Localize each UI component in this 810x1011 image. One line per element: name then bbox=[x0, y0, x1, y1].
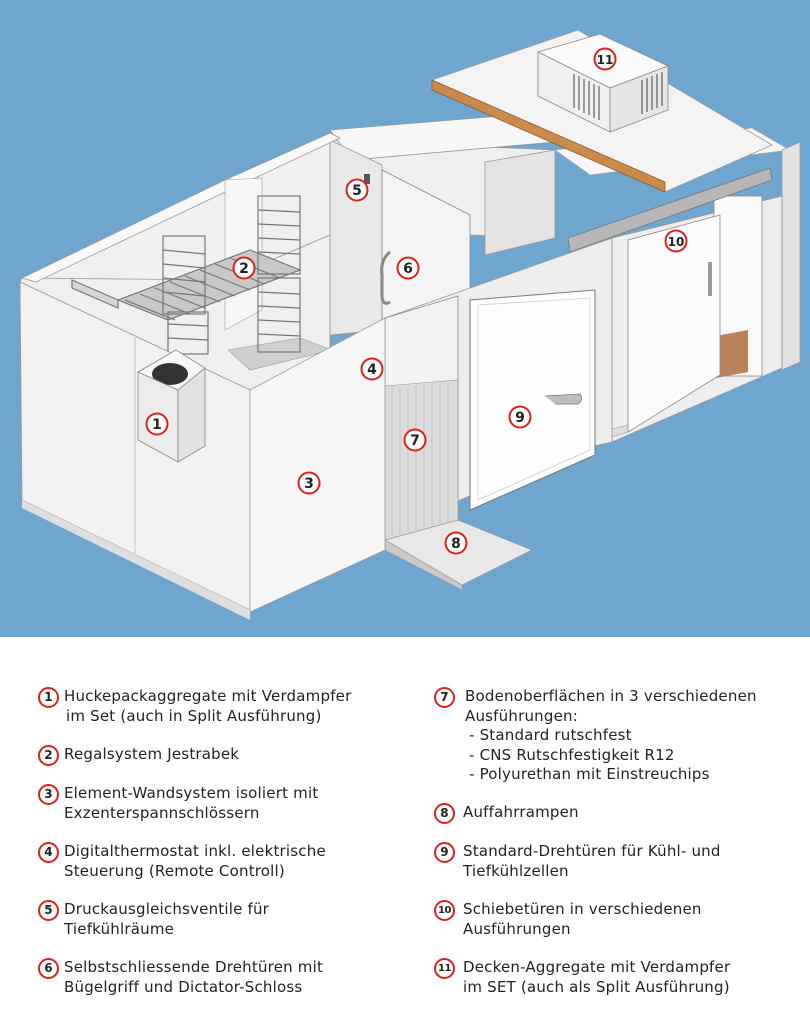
legend-text: Digitalthermostat inkl. elektrische bbox=[64, 842, 326, 860]
callout-1: 1 bbox=[145, 412, 169, 436]
legend-badge-9: 9 bbox=[434, 842, 455, 863]
callout-7-label: 7 bbox=[410, 433, 420, 449]
legend: 1 Huckepackaggregate mit Verdampfer im S… bbox=[0, 637, 810, 1011]
callout-10: 10 bbox=[664, 229, 688, 253]
callout-4: 4 bbox=[360, 357, 384, 381]
legend-badge-1: 1 bbox=[38, 687, 59, 708]
legend-badge-8: 8 bbox=[434, 803, 455, 824]
ceiling-unit-front bbox=[609, 65, 669, 133]
legend-text: im Set (auch in Split Ausführung) bbox=[66, 706, 322, 725]
callout-6: 6 bbox=[396, 256, 420, 280]
callout-2-label: 2 bbox=[239, 261, 249, 277]
callout-11: 11 bbox=[593, 47, 617, 71]
legend-text: Ausführungen bbox=[463, 919, 571, 938]
legend-text: Element-Wandsystem isoliert mit bbox=[64, 784, 319, 802]
middle-inner-wall bbox=[329, 139, 383, 336]
legend-badge-2: 2 bbox=[38, 745, 59, 766]
legend-text: Standard-Drehtüren für Kühl- und bbox=[463, 842, 721, 860]
right-room-end-wall bbox=[781, 141, 801, 371]
callout-9-label: 9 bbox=[515, 410, 525, 426]
legend-text: Regalsystem Jestrabek bbox=[64, 745, 240, 763]
sliding-door-handle bbox=[708, 262, 712, 296]
right-room-floor bbox=[716, 330, 748, 378]
floor-surface bbox=[384, 379, 459, 541]
legend-text: Exzenterspannschlössern bbox=[64, 803, 260, 822]
callout-7: 7 bbox=[403, 428, 427, 452]
hinged-door bbox=[469, 289, 596, 511]
fan-icon bbox=[152, 363, 188, 385]
legend-badge-11: 11 bbox=[434, 958, 455, 979]
legend-text: Tiefkühlräume bbox=[64, 919, 175, 938]
legend-badge-6: 6 bbox=[38, 958, 59, 979]
legend-text: Steuerung (Remote Controll) bbox=[64, 861, 285, 880]
callout-9: 9 bbox=[508, 405, 532, 429]
callout-1-label: 1 bbox=[152, 417, 162, 433]
legend-text: Druckausgleichsventile für bbox=[64, 900, 270, 918]
callout-8: 8 bbox=[444, 531, 468, 555]
legend-badge-3: 3 bbox=[38, 784, 59, 805]
legend-text: Huckepackaggregate mit Verdampfer bbox=[64, 687, 352, 705]
legend-text: Ausführungen: bbox=[465, 706, 578, 725]
legend-subitem: - Standard rutschfest bbox=[469, 726, 632, 744]
legend-text: im SET (auch als Split Ausführung) bbox=[463, 977, 730, 996]
callout-6-label: 6 bbox=[403, 261, 413, 277]
legend-text: Bodenoberflächen in 3 verschiedenen bbox=[465, 687, 757, 705]
callout-4-label: 4 bbox=[367, 362, 377, 378]
cold-room-illustration: 1 2 3 4 5 6 7 8 9 10 11 bbox=[0, 0, 810, 637]
callout-3-label: 3 bbox=[304, 476, 314, 492]
callout-3: 3 bbox=[297, 471, 321, 495]
legend-subitem: - CNS Rutschfestigkeit R12 bbox=[469, 745, 675, 764]
wooden-beam bbox=[431, 79, 666, 193]
sliding-door-rail bbox=[567, 167, 773, 253]
pressure-valve bbox=[364, 174, 370, 184]
door-bar-handle bbox=[380, 250, 391, 305]
sliding-door bbox=[627, 214, 721, 433]
legend-text: Tiefkühlzellen bbox=[463, 861, 569, 880]
callout-5: 5 bbox=[345, 178, 369, 202]
callout-8-label: 8 bbox=[451, 536, 461, 552]
legend-text: Decken-Aggregate mit Verdampfer bbox=[463, 958, 731, 976]
callout-2: 2 bbox=[232, 256, 256, 280]
legend-badge-4: 4 bbox=[38, 842, 59, 863]
legend-subitem: - Polyurethan mit Einstreuchips bbox=[469, 765, 710, 783]
legend-badge-10: 10 bbox=[434, 900, 455, 921]
legend-badge-7: 7 bbox=[434, 687, 455, 708]
legend-text: Auffahrrampen bbox=[463, 803, 579, 821]
callout-5-label: 5 bbox=[352, 183, 362, 199]
door-handle bbox=[544, 393, 582, 405]
callout-11-label: 11 bbox=[597, 53, 614, 67]
legend-badge-5: 5 bbox=[38, 900, 59, 921]
legend-text: Selbstschliessende Drehtüren mit bbox=[64, 958, 324, 976]
legend-text: Schiebetüren in verschiedenen bbox=[463, 900, 702, 918]
legend-text: Bügelgriff und Dictator-Schloss bbox=[64, 977, 303, 996]
callout-10-label: 10 bbox=[668, 235, 685, 249]
side-wall bbox=[249, 317, 386, 613]
